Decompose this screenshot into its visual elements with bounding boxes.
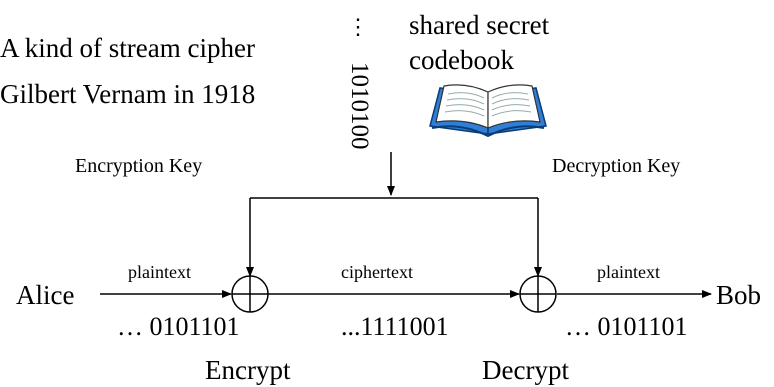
key-stream-bits: 1010100 — [346, 62, 373, 150]
note-vernam: Gilbert Vernam in 1918 — [0, 79, 256, 109]
codebook-line1: shared secret — [409, 10, 550, 40]
decryption-key-label: Decryption Key — [552, 155, 681, 177]
plaintext-in-label: plaintext — [128, 262, 191, 282]
plaintext-out-bits: … 0101101 — [565, 312, 688, 341]
encrypt-xor-icon — [231, 275, 269, 313]
ciphertext-bits: ...1111001 — [341, 312, 449, 341]
note-stream-cipher: A kind of stream cipher — [0, 33, 255, 63]
receiver-bob: Bob — [716, 280, 762, 310]
decrypt-label: Decrypt — [482, 355, 569, 385]
plaintext-in-bits: … 0101101 — [117, 312, 240, 341]
encryption-key-label: Encryption Key — [75, 155, 203, 177]
encrypt-label: Encrypt — [205, 355, 291, 385]
decrypt-xor-icon — [519, 275, 557, 313]
key-stream: 1010100 — [344, 62, 373, 182]
codebook-line2: codebook — [409, 45, 514, 75]
sender-alice: Alice — [16, 280, 75, 310]
open-book-icon — [429, 84, 547, 138]
key-stream-dots: ⋮ — [347, 14, 369, 39]
ciphertext-label: ciphertext — [341, 262, 413, 282]
plaintext-out-label: plaintext — [597, 262, 660, 282]
